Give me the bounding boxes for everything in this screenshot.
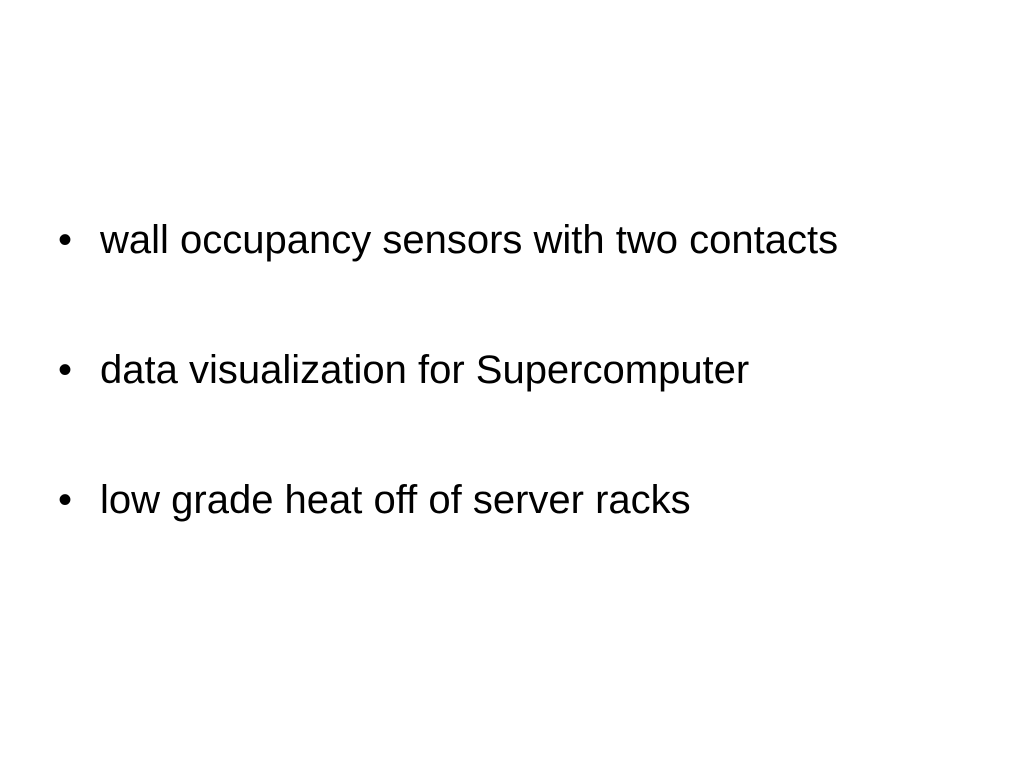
bullet-icon: •: [58, 348, 73, 392]
bullet-item: • low grade heat off of server racks: [58, 474, 838, 604]
bullet-icon: •: [58, 218, 73, 262]
bullet-item: • data visualization for Supercomputer: [58, 344, 838, 474]
bullet-text: low grade heat off of server racks: [100, 478, 691, 522]
bullet-item: • wall occupancy sensors with two contac…: [58, 214, 838, 344]
bullet-text: data visualization for Supercomputer: [100, 348, 750, 392]
bullet-icon: •: [58, 478, 73, 522]
bullet-text: wall occupancy sensors with two contacts: [100, 218, 839, 262]
bullet-list: • wall occupancy sensors with two contac…: [58, 214, 838, 604]
